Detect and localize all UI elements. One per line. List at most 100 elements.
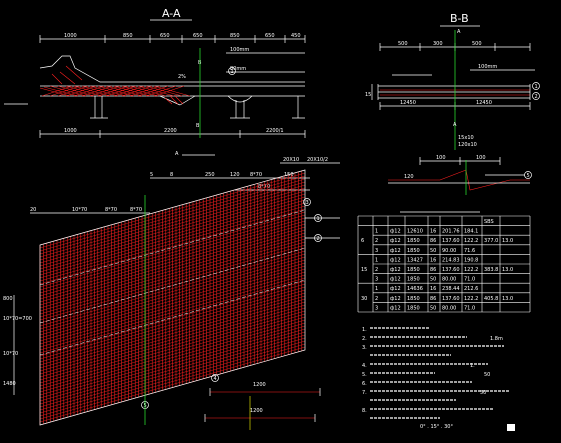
reference-line — [39, 209, 306, 286]
plan-top-dim-2b: 8 — [170, 172, 173, 178]
table-cell: 1850 — [407, 238, 420, 244]
rebar-skew-bar — [39, 271, 306, 348]
plan-side-dim-1: 800 — [3, 296, 13, 302]
plan-left-dim-2: 10*70 — [72, 207, 87, 213]
table-group-cell: 30 — [361, 296, 367, 302]
footer-angles: 0° . 15° . 30° — [420, 424, 453, 430]
bottom-dim-2: 2200 — [164, 128, 177, 134]
rebar-skew-bar — [39, 286, 306, 363]
rebar-skew-bar — [39, 277, 306, 354]
haunch-rebar — [164, 95, 184, 105]
bb-dim-3: 500 — [472, 41, 482, 47]
plan-side-dim-3: 10*70 — [3, 351, 18, 357]
bottom-dim-1: 1000 — [64, 128, 77, 134]
reference-line — [39, 279, 306, 356]
pier-1 — [90, 96, 108, 119]
notes-line-9: 7. — [362, 390, 367, 396]
table-header-cell: SBS — [484, 219, 494, 225]
table-cell: 201.76 — [442, 229, 460, 235]
slope-label: 2% — [178, 74, 186, 80]
table-cell: 13.0 — [502, 296, 513, 302]
section-b-b-title: B-B — [450, 12, 469, 25]
notes-line-2: 1. — [362, 327, 367, 333]
callout-circle-1-label: 1 — [231, 69, 234, 75]
rebar-skew-bar — [39, 229, 306, 306]
rebar-skew-bar — [39, 199, 306, 276]
rebar-skew-bar — [39, 196, 306, 273]
top-dim-7: 450 — [291, 33, 301, 39]
bb-callout-text: 100mm — [478, 64, 497, 70]
plan-top-dim-2a: 5 — [150, 172, 153, 178]
plan-circle-1-label: 1 — [317, 216, 320, 222]
table-cell: 1850 — [407, 296, 420, 302]
table-cell: 184.1 — [464, 229, 478, 235]
rebar-skew-bar — [39, 256, 306, 333]
rebar-skew-bar — [39, 274, 306, 351]
plan-top-dim-3a: 8*70 — [258, 184, 270, 190]
table-cell: 1850 — [407, 248, 420, 254]
rebar-skew-bar — [39, 319, 306, 396]
bb-note-1: 15x10 — [458, 135, 474, 141]
bb-slab-ends — [377, 84, 531, 100]
rebar-skew-bar — [39, 343, 306, 420]
reference-line — [39, 247, 306, 324]
bb-left-dim: 15 — [365, 92, 371, 98]
bottom-dim-3: 2200/1 — [266, 128, 284, 134]
rebar-skew-bar — [39, 340, 306, 417]
table-cell: 137.60 — [442, 296, 460, 302]
bb-note-2: 120x10 — [458, 142, 477, 148]
table-cell: ф12 — [390, 248, 401, 254]
table-cell: ф12 — [390, 229, 401, 235]
table-cell: ф12 — [390, 277, 401, 283]
rebar-skew-bar — [39, 280, 306, 357]
plan-left-dim-1: 20 — [30, 207, 36, 213]
plan-view: A 20X10 20X10/2 5 8 250 120 8*70 150 8*7… — [3, 151, 340, 430]
table-cell: 405.8 — [484, 296, 498, 302]
rebar-skew-bar — [39, 289, 306, 366]
rebar-skew-bar — [39, 268, 306, 345]
rebar-skew-bar — [39, 190, 306, 267]
rebar-skew-bar — [39, 265, 306, 342]
rebar-skew-bar — [39, 244, 306, 321]
table-cell: ф12 — [390, 257, 401, 263]
rebar-skew-bar — [39, 214, 306, 291]
rebar-skew-bar — [39, 205, 306, 282]
plan-bottom-dim-2: 1200 — [250, 408, 263, 414]
table-grid — [357, 215, 531, 313]
table-cell: 122.2 — [464, 296, 478, 302]
detail-circle-label: 5 — [527, 173, 530, 179]
table-cell: 71.0 — [464, 277, 475, 283]
table-cell: 86 — [430, 267, 436, 273]
table-cell: ф12 — [390, 267, 401, 273]
pier-2 — [227, 95, 253, 119]
rebar-skew-bar — [39, 316, 306, 393]
notes-fragment-3: 50 — [484, 372, 490, 378]
plan-top-dim-2c: 250 — [205, 172, 215, 178]
table-cell: ф12 — [390, 305, 401, 311]
callout-circle-1 — [228, 67, 236, 75]
table-cell: 50 — [430, 277, 436, 283]
table-group-cell: 6 — [361, 238, 364, 244]
table-cell: 86 — [430, 296, 436, 302]
plan-circle-2-label: 2 — [317, 236, 320, 242]
table-cell: 50 — [430, 248, 436, 254]
notes-line-4: 3. — [362, 345, 367, 351]
rebar-skew-bar — [39, 187, 306, 264]
notes-line-6: 4. — [362, 363, 367, 369]
rebar-skew-bar — [39, 301, 306, 378]
table-cell: 16 — [430, 286, 436, 292]
notes-fragment-2: 1. — [470, 363, 475, 369]
table-cell: 1850 — [407, 267, 420, 273]
mark-a-top: A — [457, 29, 461, 35]
bottom-dimension-ticks — [39, 130, 306, 138]
rebar-skew-bar — [39, 328, 306, 405]
table-cell: 1850 — [407, 277, 420, 283]
rebar-skew-bar — [39, 313, 306, 390]
table-cell: 1 — [375, 257, 378, 263]
detail-dim-1: 100 — [436, 155, 446, 161]
top-dimension-ticks — [39, 35, 306, 43]
callout-2-text: 80mm — [230, 66, 246, 72]
detail-dim-2: 100 — [476, 155, 486, 161]
rebar-skew-bar — [39, 235, 306, 312]
